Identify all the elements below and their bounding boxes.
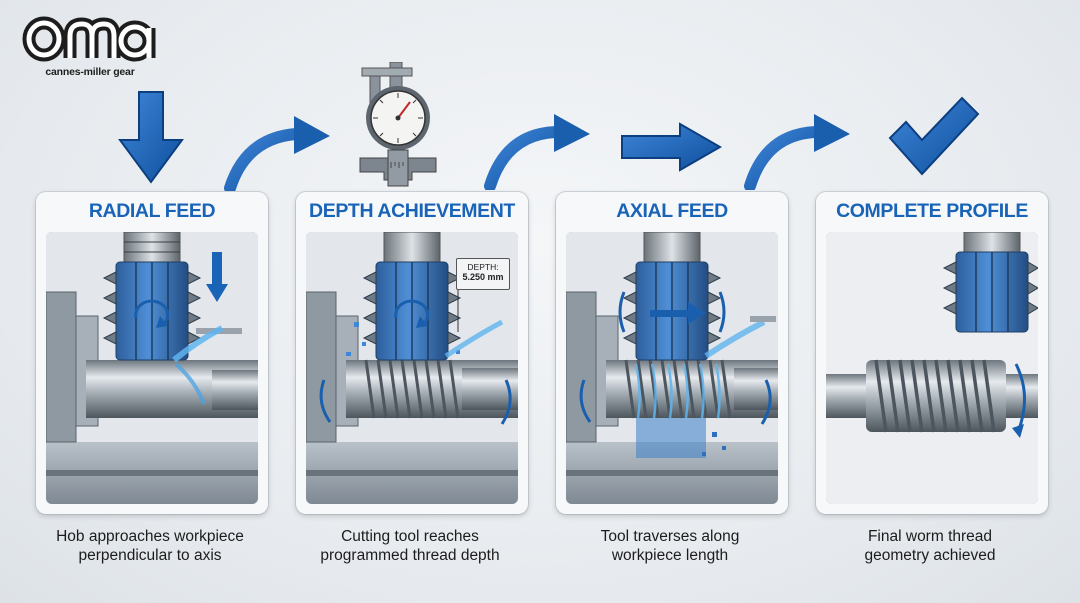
step-caption-axial-feed: Tool traverses along workpiece length: [540, 527, 800, 565]
caption-line: geometry achieved: [864, 547, 996, 564]
step-title: COMPLETE PROFILE: [836, 200, 1028, 222]
curved-arrow-icon: [484, 114, 590, 190]
step-caption-depth-achievement: Cutting tool reaches programmed thread d…: [280, 527, 540, 565]
step-caption-complete-profile: Final worm thread geometry achieved: [800, 527, 1060, 565]
caption-line: Tool traverses along: [600, 528, 740, 545]
step-illustration: DEPTH: 5.250 mm: [306, 232, 518, 504]
checkmark-icon: [888, 96, 980, 176]
company-logo: cannes-miller gear: [22, 14, 158, 80]
step-title: DEPTH ACHIEVEMENT: [309, 200, 515, 222]
step-caption-radial-feed: Hob approaches workpiece perpendicular t…: [20, 527, 280, 565]
step-card-radial-feed: RADIAL FEED: [36, 192, 268, 514]
step-card-axial-feed: AXIAL FEED: [556, 192, 788, 514]
right-arrow-icon: [621, 122, 723, 172]
step-card-complete-profile: COMPLETE PROFILE: [816, 192, 1048, 514]
caption-line: Cutting tool reaches: [341, 528, 479, 545]
caption-line: perpendicular to axis: [78, 547, 222, 564]
curved-arrow-icon: [224, 116, 330, 192]
step-illustration: [566, 232, 778, 504]
caption-line: programmed thread depth: [320, 547, 500, 564]
caption-line: Final worm thread: [867, 528, 993, 545]
step-illustration: [46, 232, 258, 504]
logo-tagline: cannes-miller gear: [45, 66, 135, 78]
depth-value: 5.250 mm: [462, 272, 504, 282]
step-title: AXIAL FEED: [616, 200, 728, 222]
step-illustration: [826, 232, 1038, 504]
caption-line: workpiece length: [611, 547, 729, 564]
step-card-depth-achievement: DEPTH ACHIEVEMENT: [296, 192, 528, 514]
curved-arrow-icon: [744, 114, 850, 190]
depth-readout: DEPTH: 5.250 mm: [456, 258, 510, 290]
down-arrow-icon: [118, 91, 184, 184]
logo-mark: [22, 16, 156, 62]
step-title: RADIAL FEED: [88, 200, 216, 222]
depth-gauge-icon: [359, 62, 437, 187]
caption-line: Hob approaches workpiece: [56, 528, 244, 545]
depth-label: DEPTH:: [467, 262, 499, 272]
